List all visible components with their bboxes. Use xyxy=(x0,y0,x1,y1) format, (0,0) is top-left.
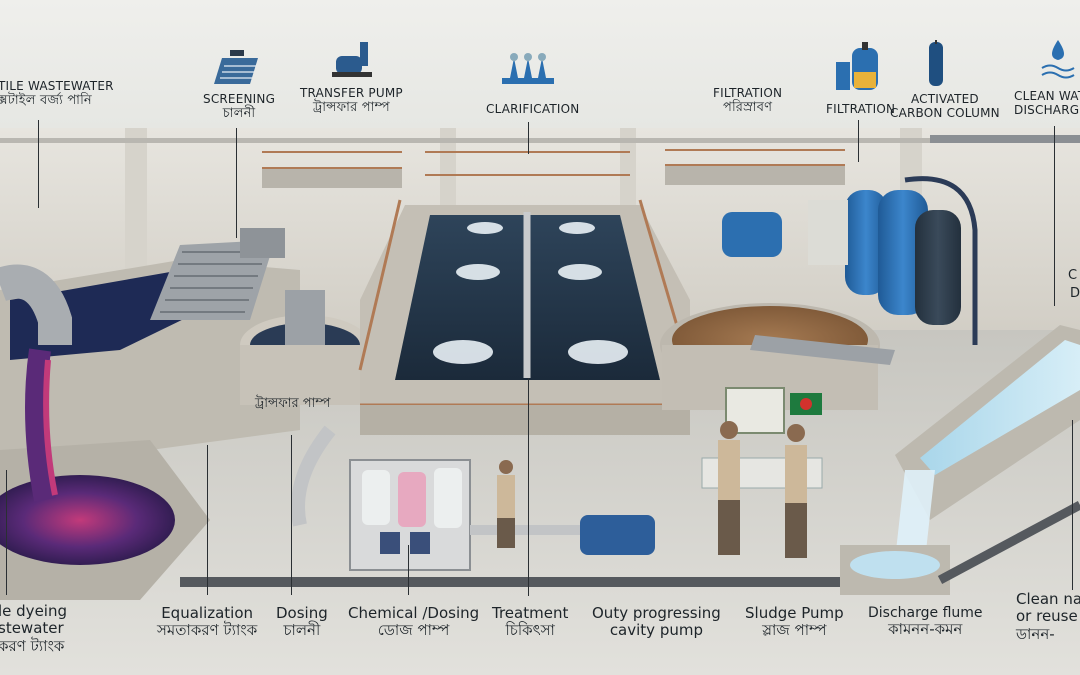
leader-line xyxy=(858,120,859,162)
leader-line xyxy=(6,470,7,595)
label-band xyxy=(0,0,1080,128)
label-clarification: CLARIFICATION xyxy=(486,102,580,116)
clarifier-icon xyxy=(502,53,554,84)
column-icon xyxy=(929,40,943,86)
screen-grid-icon xyxy=(214,50,258,84)
pump-icon xyxy=(332,42,372,77)
leader-line xyxy=(408,545,409,595)
label-clean-nat-reuse: Clean nator reuse pডানন- xyxy=(1016,590,1080,643)
label-filtration-tank: FILTRATION xyxy=(826,102,896,116)
leader-line xyxy=(38,120,39,208)
label-transfer-inline: ট্রান্সফার পাম্প xyxy=(255,396,331,411)
leader-line xyxy=(1072,420,1073,590)
leader-line xyxy=(528,378,529,596)
leader-line xyxy=(291,435,292,595)
water-drop-icon xyxy=(1041,40,1075,79)
leader-line xyxy=(207,445,208,595)
leader-line xyxy=(1054,126,1055,306)
label-right-edge-d: D xyxy=(1070,286,1080,301)
label-right-edge-c: C xyxy=(1068,268,1078,283)
leader-line xyxy=(236,128,237,238)
leader-line xyxy=(528,122,529,154)
tank-icon xyxy=(836,42,878,90)
